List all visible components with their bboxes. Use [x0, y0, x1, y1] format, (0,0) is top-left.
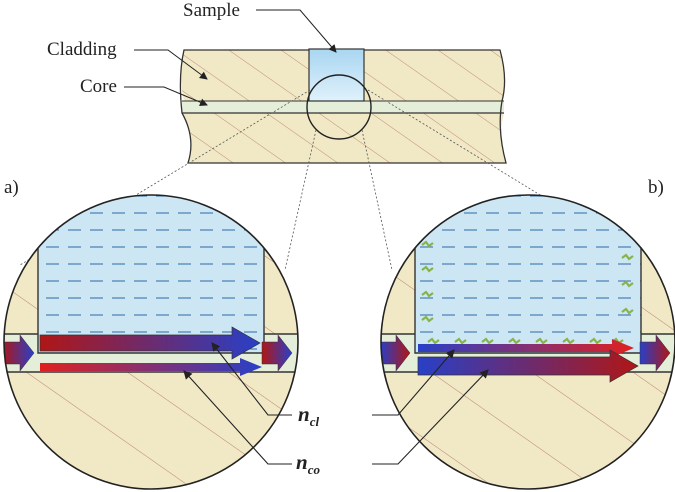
core-label: Core — [80, 76, 117, 97]
cladding-label: Cladding — [47, 39, 117, 60]
panel-a — [3, 194, 299, 490]
panel-a-output-arrow — [261, 334, 293, 372]
panel-a-sample — [38, 195, 264, 353]
sample-label: Sample — [183, 0, 240, 21]
bound-molecules-icon — [421, 240, 634, 345]
zoom-circle — [306, 74, 372, 140]
n-cl-label: ncl — [298, 402, 319, 429]
panel-a-evanescent-arrow — [39, 326, 261, 360]
waveguide-overview — [19, 48, 656, 271]
n-co-label: nco — [296, 450, 320, 477]
cladding-leader — [134, 49, 208, 80]
sample-leader — [256, 9, 337, 53]
panel-b-output-arrow — [639, 334, 671, 372]
panel-b-sample — [415, 195, 641, 353]
panel-b-evanescent-arrow — [418, 339, 634, 357]
panel-a-core-arrow — [40, 358, 262, 376]
core-leader — [124, 86, 208, 106]
nco-pointer — [183, 369, 489, 465]
core-layer — [182, 101, 504, 113]
panel-b-label: b) — [648, 177, 664, 198]
panel-a-label: a) — [4, 177, 19, 198]
panel-b-core-arrow — [417, 349, 639, 383]
ncl-pointer — [211, 342, 455, 416]
panel-b — [380, 194, 675, 490]
